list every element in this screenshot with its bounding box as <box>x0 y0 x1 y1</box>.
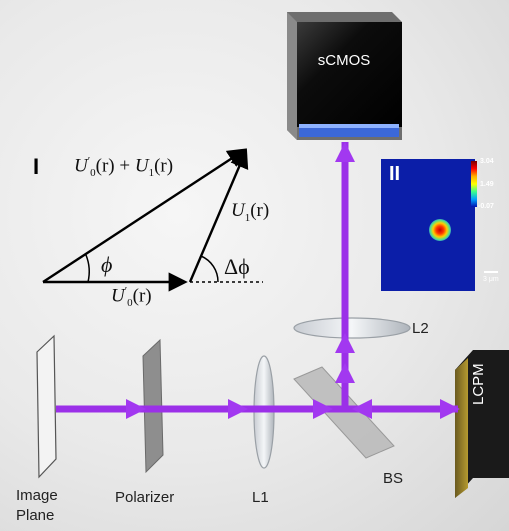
phi-arc <box>85 254 90 283</box>
image-plane <box>36 334 57 479</box>
u1-vector-label: U1(r) <box>231 200 270 224</box>
beam-arrowheads <box>126 142 460 419</box>
delta-phi-label: Δϕ <box>224 254 250 279</box>
lens-l1-label: L1 <box>252 489 269 506</box>
polarizer-label: Polarizer <box>115 489 175 506</box>
colorbar-tick-min: -0.07 <box>478 203 494 210</box>
phi-label: ϕ <box>101 252 113 277</box>
image-plane-label-line1: Image <box>16 487 58 504</box>
panel-ii-label: II <box>389 163 401 185</box>
lcpm-device <box>455 350 509 498</box>
phasor-diagram <box>42 148 263 292</box>
camera-label: sCMOS <box>317 52 371 69</box>
lens-l2-label: L2 <box>412 320 429 337</box>
scale-bar-label: 3 μm <box>483 276 499 283</box>
vector-u1 <box>188 148 249 283</box>
sum-vector-label: U′0(r) + U1(r) <box>74 155 174 180</box>
lcpm-label: LCPM <box>470 363 487 405</box>
focal-spot <box>429 219 451 241</box>
scale-bar <box>484 271 498 273</box>
delta-phi-arc <box>200 255 219 283</box>
beam-splitter-label: BS <box>383 470 404 487</box>
scmos-camera <box>287 12 402 140</box>
u0-prime-vector-label: U′0(r) <box>111 285 152 310</box>
lens-l2 <box>293 317 411 339</box>
image-plane-label-line2: Plane <box>16 507 55 524</box>
panel-ii-inset: II <box>381 159 475 291</box>
colorbar-tick-mid: 1.49 <box>480 181 494 188</box>
panel-i-label: I <box>33 154 40 179</box>
vector-sum <box>42 148 248 284</box>
colorbar-tick-max: 3.04 <box>480 158 494 165</box>
colorbar <box>471 161 477 207</box>
